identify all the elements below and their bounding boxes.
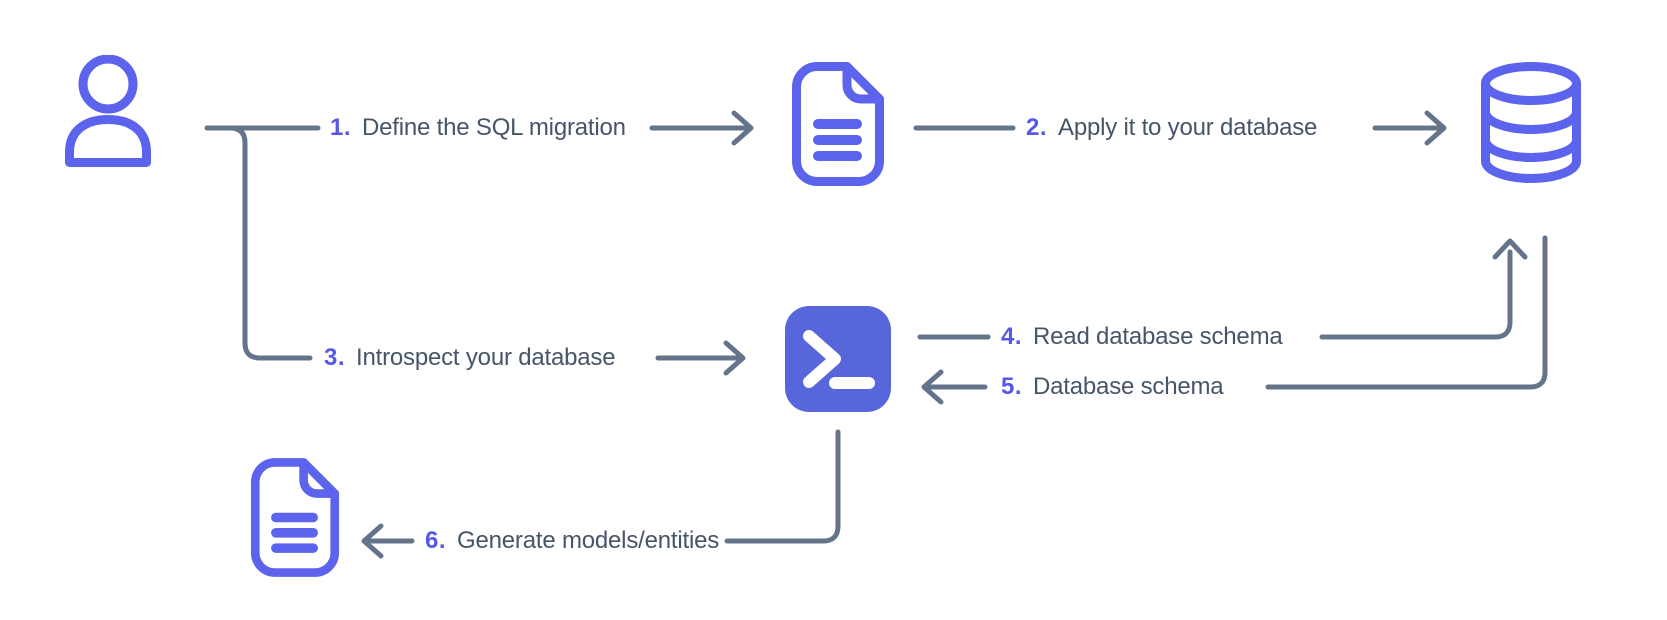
arrow-step4-to-database — [1319, 238, 1528, 340]
arrow-step5-to-terminal — [921, 369, 988, 405]
step-4-label: 4. Read database schema — [1001, 323, 1283, 351]
arrow-step1-to-file — [649, 110, 754, 146]
step-text: Introspect your database — [356, 344, 616, 371]
user-icon — [62, 55, 154, 167]
step-text: Database schema — [1033, 373, 1224, 400]
step-number: 3. — [324, 344, 346, 371]
models-file-icon — [250, 457, 340, 578]
step-number: 4. — [1001, 323, 1023, 350]
step-6-label: 6. Generate models/entities — [425, 527, 719, 555]
step-text: Read database schema — [1033, 323, 1283, 350]
database-icon — [1477, 61, 1585, 183]
line-branch-to-step3 — [229, 125, 313, 361]
step-number: 5. — [1001, 373, 1023, 400]
step-number: 1. — [330, 114, 352, 141]
step-number: 2. — [1026, 114, 1048, 141]
migration-file-icon — [791, 61, 885, 187]
line-terminal-to-step6 — [724, 429, 841, 544]
arrow-step6-to-file — [361, 523, 415, 559]
step-number: 6. — [425, 527, 447, 554]
step-1-label: 1. Define the SQL migration — [330, 114, 626, 142]
step-text: Apply it to your database — [1058, 114, 1318, 141]
step-3-label: 3. Introspect your database — [324, 344, 616, 372]
terminal-icon — [785, 306, 891, 412]
arrow-step3-to-terminal — [655, 340, 746, 376]
line-database-to-step5 — [1265, 235, 1548, 390]
step-5-label: 5. Database schema — [1001, 373, 1224, 401]
arrow-step2-to-database — [1372, 110, 1447, 146]
step-text: Generate models/entities — [457, 527, 720, 554]
step-2-label: 2. Apply it to your database — [1026, 114, 1317, 142]
step-text: Define the SQL migration — [362, 114, 626, 141]
